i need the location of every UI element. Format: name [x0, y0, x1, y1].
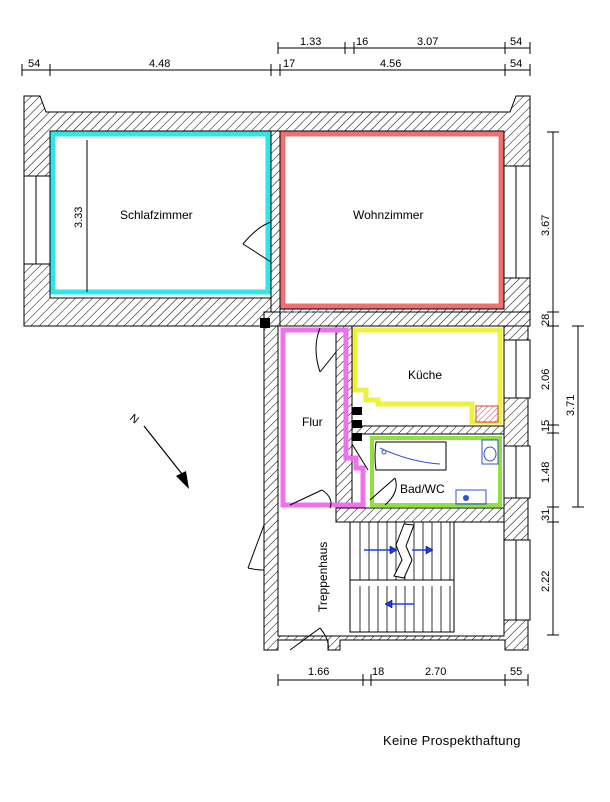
room-outline-schlafzimmer: [50, 131, 271, 295]
room-outline-wohnzimmer: [280, 131, 504, 309]
north-label: N: [127, 412, 141, 426]
dim-4-48: 4.48: [149, 58, 170, 70]
disclaimer-note: Keine Prospekthaftung: [383, 733, 521, 748]
dim-55: 55: [510, 666, 522, 678]
dim-3-71: 3.71: [565, 395, 577, 416]
north-arrow: N: [127, 412, 189, 489]
dim-15: 15: [540, 420, 552, 432]
dim-31: 31: [540, 509, 552, 521]
dim-16: 16: [356, 36, 368, 48]
dim-1-33: 1.33: [300, 36, 321, 48]
dim-28: 28: [540, 314, 552, 326]
room-outline-kueche: [352, 327, 503, 425]
dim-2-06: 2.06: [540, 369, 552, 390]
bad-fixtures: [374, 439, 499, 505]
label-kueche: Küche: [408, 368, 442, 382]
dimension-bottom: 1.66 18 2.70 55: [277, 666, 529, 686]
room-outline-bad: [370, 436, 502, 507]
room-outline-flur: [280, 327, 366, 508]
label-wohnzimmer: Wohnzimmer: [353, 208, 423, 222]
dim-3-67: 3.67: [540, 215, 552, 236]
dim-54-a: 54: [510, 36, 522, 48]
dimension-right-inner: 3.67 28 2.06 15 1.48 31 2.22: [540, 131, 559, 636]
dim-54-c: 54: [510, 58, 522, 70]
dim-3-07: 3.07: [417, 36, 438, 48]
label-flur: Flur: [302, 415, 323, 429]
label-treppenhaus: Treppenhaus: [316, 542, 330, 612]
dim-4-56: 4.56: [380, 58, 401, 70]
stairs: [349, 521, 455, 633]
dimension-top-row2: 54 4.48 17 4.56 54: [21, 58, 531, 76]
dim-2-70: 2.70: [425, 666, 446, 678]
chimney: [475, 405, 499, 423]
dim-1-66: 1.66: [308, 666, 329, 678]
label-schlafzimmer: Schlafzimmer: [120, 208, 193, 222]
dim-54-b: 54: [28, 58, 40, 70]
dimension-right-outer: 3.71: [565, 325, 584, 508]
label-bad: Bad/WC: [400, 482, 445, 496]
dim-1-48: 1.48: [540, 462, 552, 483]
dimension-top-row1: 1.33 16 3.07 54: [277, 36, 531, 54]
vent-shafts: [260, 318, 362, 441]
dim-schlaf-width: 3.33: [73, 207, 85, 228]
dim-18: 18: [372, 666, 384, 678]
doors: [242, 221, 397, 651]
dim-2-22: 2.22: [540, 571, 552, 592]
dim-17: 17: [283, 58, 295, 70]
windows: [23, 165, 531, 621]
